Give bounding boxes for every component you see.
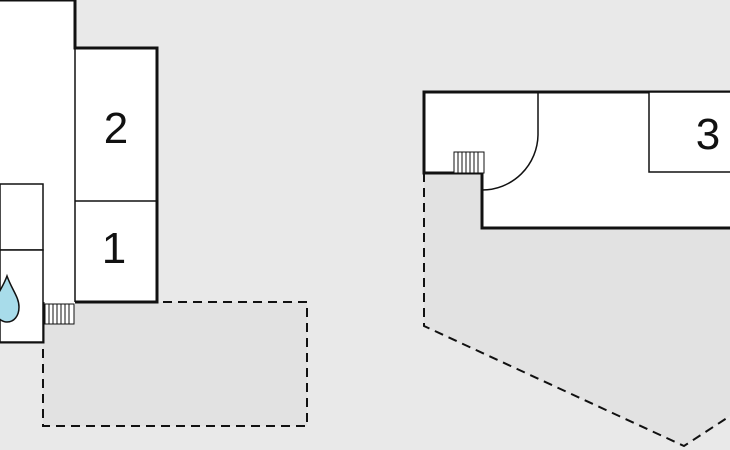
left-outer-wall — [0, 0, 159, 304]
stairs-icon — [44, 303, 75, 325]
room-3 — [648, 91, 730, 173]
left-terrace — [42, 301, 308, 427]
room-1-label: 1 — [102, 224, 126, 273]
water-drop-icon — [0, 273, 20, 323]
right-building: 3 — [422, 90, 730, 448]
left-building: 2 1 — [0, 0, 308, 427]
right-terrace — [424, 173, 730, 446]
bathroom-upper — [0, 183, 44, 251]
room-3-label: 3 — [696, 110, 720, 159]
right-terrace-edge — [423, 173, 730, 448]
right-outer-wall — [422, 90, 730, 230]
stairs-icon — [453, 151, 485, 174]
door-swing-icon — [481, 92, 539, 191]
room-2-label: 2 — [104, 104, 128, 153]
